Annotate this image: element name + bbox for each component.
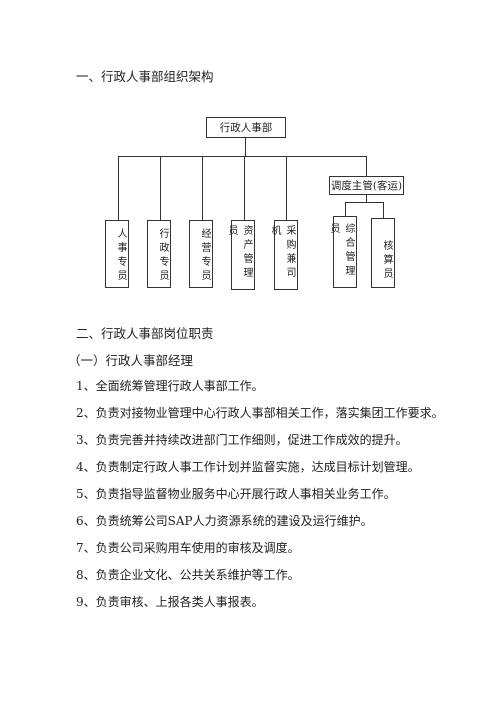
duty-item: 3、负责完善并持续改进部门工作细则，促进工作成效的提升。 (76, 433, 408, 447)
duty-item: 7、负责公司采购用车使用的审核及调度。 (76, 541, 300, 555)
connector-drop-7 (383, 202, 384, 218)
org-node-role-1: 人事专员 (105, 220, 129, 288)
duty-item: 5、负责指导监督物业服务中心开展行政人事相关业务工作。 (76, 487, 396, 501)
connector-drop-dispatcher (366, 156, 367, 176)
org-node-role-5: 采购兼司机 (269, 220, 298, 290)
duty-item: 4、负责制定行政人事工作计划并监督实施，达成目标计划管理。 (76, 460, 420, 474)
connector-drop-6 (345, 202, 346, 216)
org-chart: 行政人事部 调度主管(客运) 人事专员 行政专员 经营专员 资产管理员 采购兼司… (0, 0, 496, 300)
org-node-role-3: 经营专员 (189, 220, 213, 288)
connector-horizontal (118, 156, 367, 157)
org-node-dispatcher-role-2: 核算员 (371, 218, 395, 288)
subsection-title: （一）行政人事部经理 (68, 353, 194, 368)
org-node-role-4: 资产管理员 (226, 220, 255, 290)
org-node-dispatcher-role-1: 综合管理员 (328, 216, 357, 288)
connector-drop-1 (118, 156, 119, 220)
connector-drop-2 (160, 156, 161, 220)
org-node-root: 行政人事部 (206, 117, 286, 138)
section-2-title: 二、行政人事部岗位职责 (76, 326, 214, 341)
connector-drop-3 (202, 156, 203, 220)
connector-dispatcher-down (366, 193, 367, 202)
connector-root-down (245, 137, 246, 156)
connector-dispatcher-horizontal (345, 202, 383, 203)
org-node-role-2: 行政专员 (147, 220, 171, 288)
duty-item: 8、负责企业文化、公共关系维护等工作。 (76, 568, 300, 582)
duty-item: 9、负责审核、上报各类人事报表。 (76, 595, 264, 609)
connector-drop-4 (244, 156, 245, 220)
section-1-title: 一、行政人事部组织架构 (76, 69, 214, 84)
org-node-dispatcher: 调度主管(客运) (329, 176, 404, 195)
duty-item: 6、负责统筹公司SAP人力资源系统的建设及运行维护。 (76, 514, 373, 528)
duty-item: 2、负责对接物业管理中心行政人事部相关工作，落实集团工作要求。 (76, 406, 444, 420)
duty-item: 1、全面统筹管理行政人事部工作。 (76, 379, 264, 393)
connector-drop-5 (286, 156, 287, 220)
